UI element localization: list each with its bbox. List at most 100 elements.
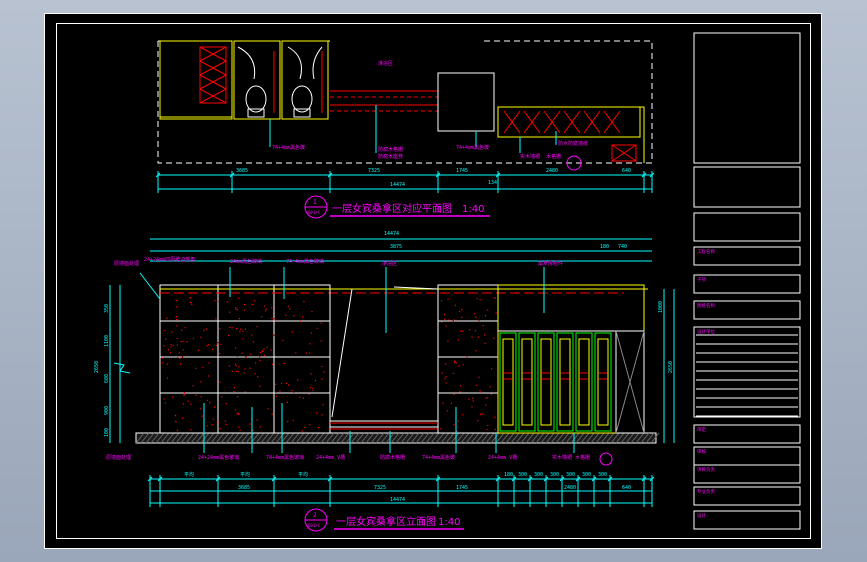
- plan-column: [437, 72, 495, 132]
- title-block-label: 图纸名称: [697, 302, 715, 309]
- svg-text:3685: 3685: [236, 168, 248, 174]
- toilet-icon: [291, 85, 313, 113]
- svg-text:平均: 平均: [298, 471, 308, 478]
- svg-text:平均: 平均: [240, 471, 250, 478]
- svg-text:134: 134: [488, 180, 497, 186]
- title-block-label: 项目负责: [697, 466, 715, 473]
- svg-text:740: 740: [618, 244, 627, 250]
- svg-text:300: 300: [566, 472, 575, 478]
- elevation-dim-texts: 3875 14474 180 740 平均 平均 平均 3685 7325 17…: [184, 231, 631, 503]
- elevation-opening: [329, 286, 439, 433]
- svg-text:74+4mm黑色玻璃: 74+4mm黑色玻璃: [286, 258, 324, 265]
- svg-text:实木墙裙 木格栅: 实木墙裙 木格栅: [552, 454, 590, 461]
- elevation-view: [109, 238, 675, 507]
- svg-text:300: 300: [550, 472, 559, 478]
- drawing-sheet: 淋浴区 74+4mm黑色玻 防腐木格栅 防腐木座凳 74+4mm黑色玻 防水防腐…: [44, 13, 822, 549]
- outer-frame: [44, 13, 822, 549]
- svg-text:24mm黑色玻璃: 24mm黑色玻璃: [230, 258, 262, 265]
- svg-text:3685: 3685: [238, 485, 250, 491]
- plan-dim-texts: 3685 7325 1745 2480 640 134 14474: [236, 168, 631, 188]
- svg-text:2: 2: [313, 512, 317, 519]
- svg-text:防腐木格栅: 防腐木格栅: [380, 454, 405, 461]
- svg-text:74+4mm黑色玻: 74+4mm黑色玻: [272, 144, 305, 151]
- inner-frame: [56, 23, 811, 539]
- elevation-title: 2 D01/C 一层女宾桑拿区立面图 1:40: [304, 508, 464, 532]
- svg-text:D01/C: D01/C: [308, 210, 321, 215]
- plan-stall-1: [233, 40, 281, 120]
- svg-text:600: 600: [104, 374, 110, 383]
- svg-text:1:40: 1:40: [438, 517, 460, 528]
- svg-text:24+24mm黑色玻璃: 24+24mm黑色玻璃: [198, 454, 239, 461]
- svg-text:24+4mm V槽: 24+4mm V槽: [488, 454, 517, 461]
- plan-label-shower: 淋浴区: [378, 60, 393, 67]
- plan-corridor: [330, 90, 438, 112]
- svg-text:74+4mm黑色玻: 74+4mm黑色玻: [422, 454, 455, 461]
- svg-text:300: 300: [598, 472, 607, 478]
- svg-text:640: 640: [622, 485, 631, 491]
- svg-text:2480: 2480: [564, 485, 576, 491]
- svg-text:7325: 7325: [368, 168, 380, 174]
- title-block-label: 审定: [697, 426, 706, 433]
- plan-stall-2: [281, 40, 329, 120]
- svg-text:180: 180: [504, 472, 513, 478]
- svg-text:木格栅: 木格栅: [546, 153, 561, 160]
- svg-text:1: 1: [313, 199, 317, 206]
- title-block-label: 工程名称: [697, 248, 715, 255]
- svg-text:74+4mm黑色玻: 74+4mm黑色玻: [456, 144, 489, 151]
- svg-text:防腐木格栅: 防腐木格栅: [378, 146, 403, 153]
- svg-text:24+4mm V槽: 24+4mm V槽: [316, 454, 345, 461]
- svg-text:1000: 1000: [658, 301, 664, 313]
- plan-dimensions: [155, 171, 655, 193]
- title-block-label: 设计: [697, 512, 706, 519]
- svg-text:一层女宾桑拿区立面图: 一层女宾桑拿区立面图: [336, 515, 436, 528]
- plan-shelf: [199, 46, 227, 104]
- svg-text:平均: 平均: [184, 471, 194, 478]
- svg-text:350: 350: [104, 304, 110, 313]
- svg-text:淋浴区: 淋浴区: [382, 260, 397, 267]
- svg-text:桑拿房组件: 桑拿房组件: [538, 260, 563, 267]
- svg-text:防腐木座凳: 防腐木座凳: [378, 153, 403, 160]
- svg-text:原墙面处理: 原墙面处理: [106, 454, 131, 461]
- title-block-label: 专业负责: [697, 488, 715, 495]
- plan-lockers: [497, 106, 641, 138]
- svg-text:D01/C: D01/C: [308, 523, 321, 528]
- svg-text:1:40: 1:40: [462, 204, 484, 215]
- svg-text:14474: 14474: [390, 182, 405, 188]
- title-block-label: 子项: [697, 276, 706, 283]
- svg-text:24+24mm四周坡边倒角: 24+24mm四周坡边倒角: [144, 256, 195, 263]
- title-block: [693, 32, 801, 530]
- svg-text:2650: 2650: [94, 361, 100, 373]
- plan-texts: 淋浴区 74+4mm黑色玻 防腐木格栅 防腐木座凳 74+4mm黑色玻 防水防腐…: [272, 60, 588, 160]
- svg-text:1745: 1745: [456, 485, 468, 491]
- svg-text:14474: 14474: [384, 231, 399, 237]
- toilet-icon: [245, 85, 267, 113]
- title-block-label: 审核: [697, 448, 706, 455]
- stone-wall-left: [159, 284, 331, 434]
- svg-text:300: 300: [518, 472, 527, 478]
- svg-text:180: 180: [600, 244, 609, 250]
- plan-title: 1 D01/C 一层女宾桑拿区对应平面图 1:40: [304, 195, 490, 219]
- svg-text:2480: 2480: [546, 168, 558, 174]
- svg-text:14474: 14474: [390, 497, 405, 503]
- svg-text:1745: 1745: [456, 168, 468, 174]
- svg-text:实木墙裙: 实木墙裙: [520, 153, 540, 160]
- svg-text:7325: 7325: [374, 485, 386, 491]
- title-block-label: 设计单位: [697, 328, 715, 335]
- svg-text:100: 100: [104, 428, 110, 437]
- svg-text:300: 300: [534, 472, 543, 478]
- cad-drawing: 淋浴区 74+4mm黑色玻 防腐木格栅 防腐木座凳 74+4mm黑色玻 防水防腐…: [44, 13, 822, 549]
- svg-text:3875: 3875: [390, 244, 402, 250]
- svg-text:一层女宾桑拿区对应平面图: 一层女宾桑拿区对应平面图: [332, 202, 452, 215]
- plan-left-wall: [159, 40, 233, 120]
- svg-text:1100: 1100: [104, 335, 110, 347]
- elevation-texts: 原墙面处理 24+24mm四周坡边倒角 24mm黑色玻璃 74+4mm黑色玻璃 …: [106, 256, 590, 461]
- svg-text:2650: 2650: [668, 361, 674, 373]
- svg-text:300: 300: [582, 472, 591, 478]
- svg-text:900: 900: [104, 406, 110, 415]
- elevation-vertical-dims: 350 1100 600 900 100 2650 1000 2650: [94, 301, 674, 437]
- svg-text:防水防腐墙纸: 防水防腐墙纸: [558, 140, 588, 147]
- svg-text:640: 640: [622, 168, 631, 174]
- svg-text:原墙面处理: 原墙面处理: [114, 260, 139, 267]
- svg-text:74+4mm黑色玻璃: 74+4mm黑色玻璃: [266, 454, 304, 461]
